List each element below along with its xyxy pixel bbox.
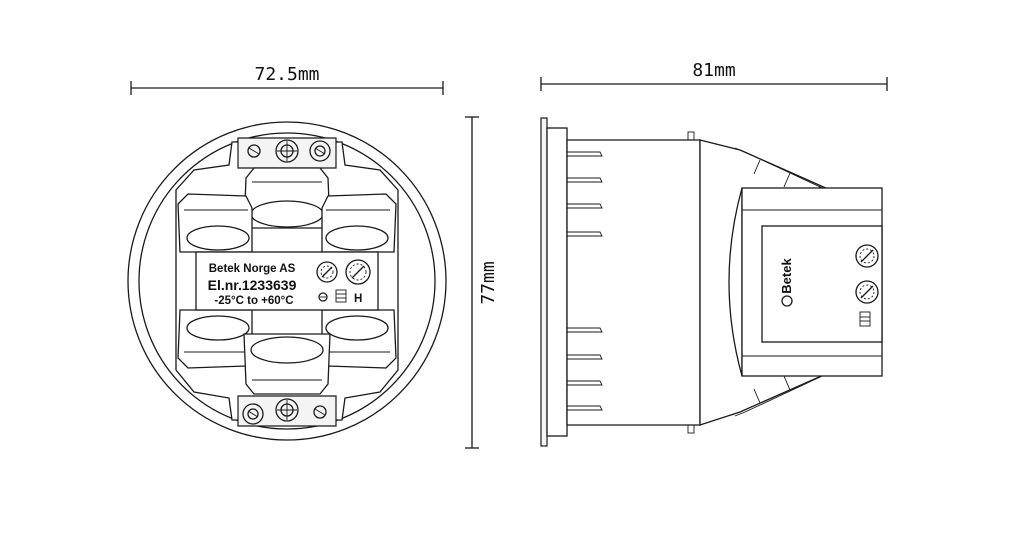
setting-marker-icon <box>318 292 328 302</box>
cable-port-lower-left <box>177 309 253 369</box>
temp-range-label: -25°C to +60°C <box>214 295 293 307</box>
cable-port-bottom <box>243 333 331 395</box>
clamp-fins-bottom <box>567 327 603 411</box>
cable-port-top <box>243 167 331 229</box>
height-dimension-label: 77mm <box>478 261 499 304</box>
depth-dimension: 81mm <box>540 60 888 91</box>
outer-ring <box>127 121 447 441</box>
side-dial-1-icon <box>855 244 879 268</box>
width-dimension-label: 72.5mm <box>254 64 319 85</box>
cap-panel <box>761 225 883 343</box>
bottom-left-screw-icon <box>242 403 264 425</box>
adjust-dial-1-icon <box>316 261 338 283</box>
width-dimension: 72.5mm <box>130 64 444 95</box>
sensor-lens <box>728 187 743 377</box>
level-indicator-icon <box>335 289 347 303</box>
height-dimension: 77mm <box>465 116 499 449</box>
bottom-right-screw-icon <box>313 405 327 419</box>
side-dial-2-icon <box>855 280 879 304</box>
mounting-collar <box>546 127 568 437</box>
side-view: Betek <box>540 117 883 447</box>
clamp-fins-top <box>567 151 603 237</box>
cable-port-upper-right <box>321 193 397 253</box>
cable-port-lower-right <box>321 309 397 369</box>
side-level-indicator-icon <box>859 311 871 327</box>
depth-dimension-label: 81mm <box>692 60 735 81</box>
top-center-screw-icon <box>275 139 299 163</box>
elnr-label: El.nr.1233639 <box>208 277 297 293</box>
inner-ring <box>138 132 436 430</box>
maker-label: Betek Norge AS <box>209 263 296 275</box>
brand-logo: Betek <box>779 258 794 307</box>
side-body <box>566 139 701 426</box>
bottom-center-screw-icon <box>275 398 299 422</box>
cable-port-upper-left <box>177 193 253 253</box>
h-mark-label: H <box>354 293 362 305</box>
top-left-screw-icon <box>247 144 261 158</box>
adjust-dial-2-icon <box>345 259 371 285</box>
brand-label: Betek <box>779 258 794 294</box>
center-label-plate <box>195 251 379 311</box>
flange-plate <box>540 117 548 447</box>
front-view: Betek Norge AS El.nr.1233639 -25°C to +6… <box>127 121 447 441</box>
top-right-screw-icon <box>309 140 331 162</box>
